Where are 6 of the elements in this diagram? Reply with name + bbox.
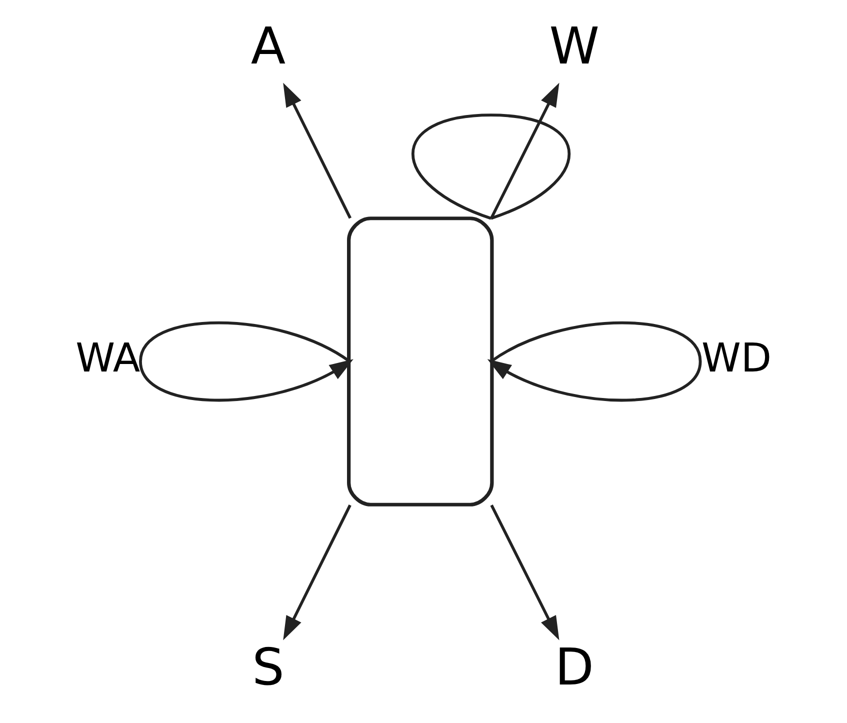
node-text: W — [548, 16, 599, 76]
node-text: S — [252, 638, 284, 697]
edge-label: WA — [75, 336, 140, 382]
node-text: A — [250, 16, 286, 76]
node-text: D — [554, 638, 594, 697]
edge-label: WD — [700, 336, 772, 382]
